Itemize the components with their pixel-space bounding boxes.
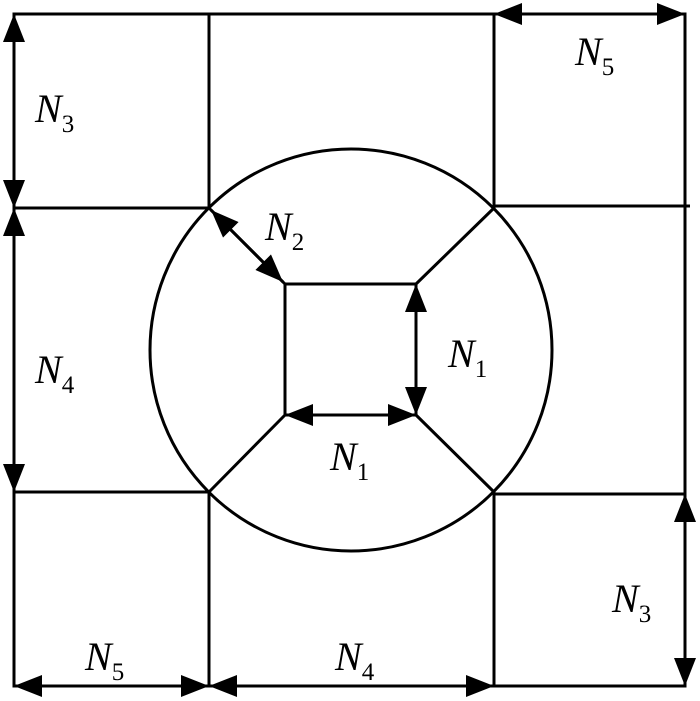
- o-grid: [148, 147, 554, 553]
- label-n4-bottom: N4: [334, 634, 375, 686]
- label-n3-bottom-right: N3: [611, 576, 651, 628]
- label-n1-right: N1: [447, 331, 487, 383]
- label-n1-bottom: N1: [329, 434, 369, 486]
- diagonal-bottom-right: [414, 413, 496, 494]
- label-n2: N2: [264, 204, 304, 256]
- diagonal-bottom-left: [207, 413, 287, 494]
- diagonal-top-right: [414, 206, 496, 286]
- n2-arrow-diagonal: [209, 208, 285, 284]
- label-n5-bottom-left: N5: [84, 634, 124, 686]
- label-n4-left: N4: [34, 347, 75, 399]
- label-n5-top-right: N5: [574, 29, 614, 81]
- inner-square: [283, 282, 418, 417]
- dimension-arrows: [3, 2, 696, 697]
- block-grid: [12, 12, 690, 688]
- label-n3-top-left: N3: [34, 86, 74, 138]
- outer-boundary: [12, 12, 687, 688]
- boundary-circle: [148, 147, 554, 553]
